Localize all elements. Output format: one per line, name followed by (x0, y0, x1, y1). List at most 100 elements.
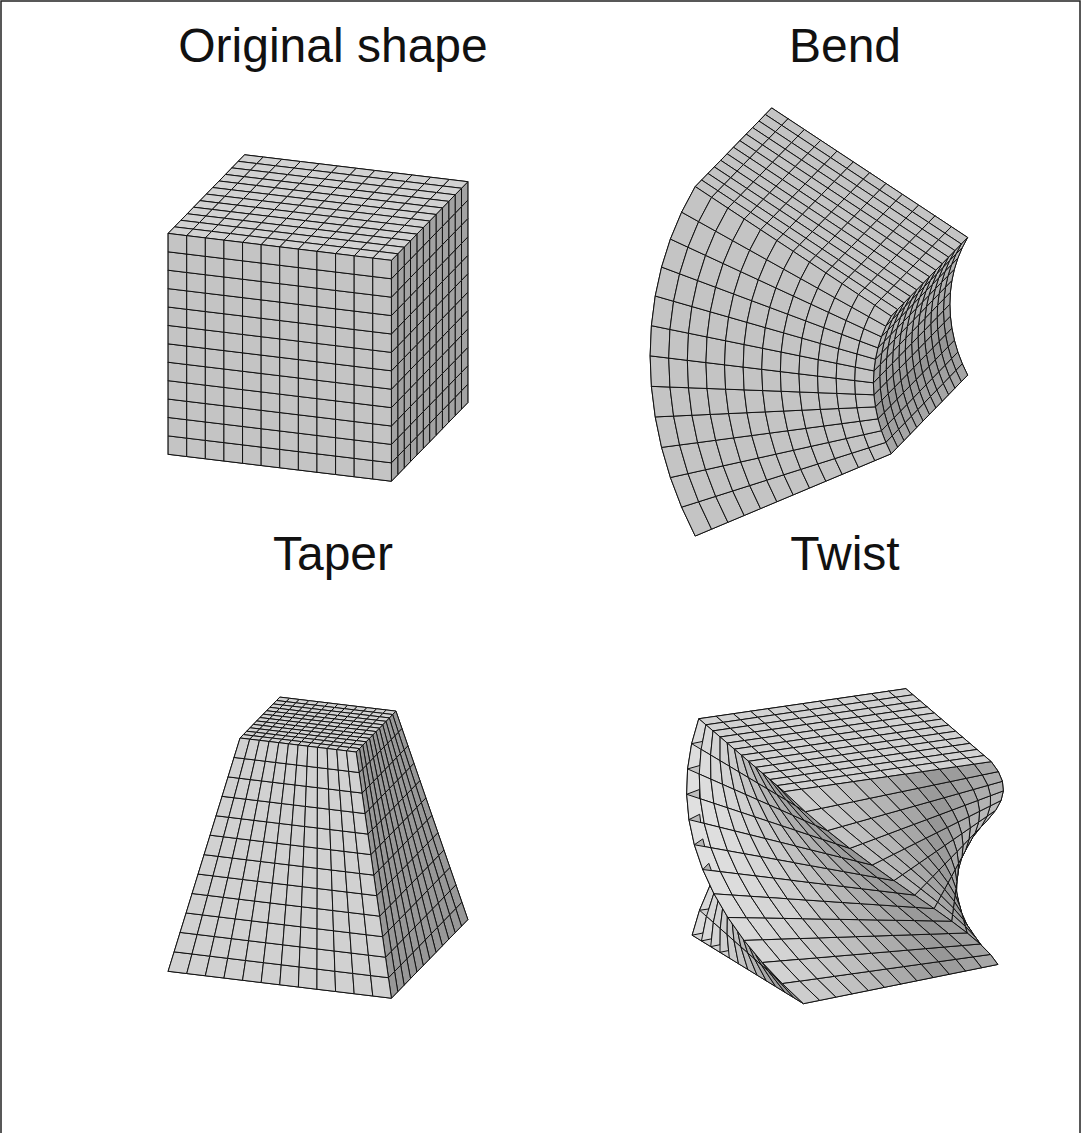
mesh-quad (855, 394, 875, 408)
mesh-quad (168, 307, 187, 328)
mesh-quad (373, 369, 392, 390)
mesh-quad (725, 365, 745, 390)
mesh-quad (298, 341, 317, 362)
mesh-quad (820, 409, 841, 426)
mesh-quad (298, 378, 317, 399)
mesh-quad (373, 350, 392, 371)
mesh-quad (205, 385, 224, 406)
mesh-quad (298, 323, 317, 344)
mesh-quad (373, 387, 392, 408)
mesh-quad (298, 286, 317, 307)
mesh-quad (298, 360, 317, 381)
mesh-quad (187, 328, 206, 349)
mesh-quad (687, 360, 707, 388)
mesh-quad (317, 454, 336, 475)
mesh-quad (224, 351, 243, 372)
mesh-quad (336, 327, 355, 348)
mesh-quad (261, 300, 280, 321)
bent-cube (650, 108, 968, 536)
mesh-quad (187, 291, 206, 312)
mesh-quad (726, 389, 747, 413)
mesh-quad (168, 233, 187, 254)
mesh-quad (243, 316, 262, 337)
mesh-quad (354, 440, 373, 461)
mesh-quad (317, 380, 336, 401)
mesh-quad (280, 394, 299, 415)
mesh-quad (336, 290, 355, 311)
mesh-quad (261, 337, 280, 358)
mesh-quad (205, 293, 224, 314)
mesh-quad (373, 442, 392, 463)
mesh-quad (336, 254, 355, 275)
mesh-quad (317, 435, 336, 456)
mesh-quad (298, 396, 317, 417)
mesh-quad (354, 458, 373, 479)
mesh-quad (354, 422, 373, 443)
mesh-quad (243, 390, 262, 411)
mesh-quad (187, 272, 206, 293)
mesh-quad (298, 304, 317, 325)
mesh-quad (650, 326, 670, 358)
mesh-quad (205, 404, 224, 425)
mesh-quad (373, 277, 392, 298)
mesh-quad (744, 390, 765, 413)
mesh-quad (187, 254, 206, 275)
mesh-quad (354, 385, 373, 406)
mesh-quad (168, 289, 187, 310)
mesh-quad (205, 440, 224, 461)
mesh-quad (224, 295, 243, 316)
mesh-quad (818, 376, 837, 393)
mesh-quad (261, 263, 280, 284)
mesh-quad (317, 417, 336, 438)
mesh-quad (168, 417, 187, 438)
mesh-quad (762, 369, 781, 391)
mesh-quad (224, 259, 243, 280)
mesh-quad (336, 382, 355, 403)
mesh-quad (224, 277, 243, 298)
mesh-quad (224, 387, 243, 408)
mesh-quad (187, 309, 206, 330)
mesh-quad (261, 392, 280, 413)
mesh-quad (261, 355, 280, 376)
mesh-quad (187, 438, 206, 459)
mesh-quad (317, 251, 336, 272)
mesh-quad (336, 364, 355, 385)
mesh-quad (243, 242, 262, 263)
mesh-quad (243, 371, 262, 392)
mesh-quad (280, 413, 299, 434)
mesh-quad (354, 293, 373, 314)
mesh-quad (205, 275, 224, 296)
mesh-quad (280, 449, 299, 470)
mesh-quad (224, 369, 243, 390)
mesh-quad (336, 309, 355, 330)
mesh-quad (187, 365, 206, 386)
mesh-quad (243, 279, 262, 300)
mesh-quad (261, 410, 280, 431)
mesh-quad (317, 288, 336, 309)
mesh-quad (280, 357, 299, 378)
mesh-quad (373, 461, 392, 482)
mesh-quad (317, 399, 336, 420)
mesh-quad (261, 318, 280, 339)
mesh-quad (205, 238, 224, 259)
mesh-quad (336, 346, 355, 367)
mesh-quad (168, 362, 187, 383)
mesh-quad (800, 392, 821, 410)
mesh-quad (298, 249, 317, 270)
mesh-quad (224, 332, 243, 353)
mesh-quad (280, 265, 299, 286)
mesh-quad (743, 367, 762, 390)
mesh-quad (298, 433, 317, 454)
mesh-quad (168, 252, 187, 273)
mesh-quad (187, 383, 206, 404)
mesh-quad (280, 247, 299, 268)
mesh-quad (839, 408, 860, 424)
mesh-quad (706, 337, 726, 365)
mesh-quad (707, 388, 729, 414)
mesh-quad (243, 261, 262, 282)
mesh-quad (336, 456, 355, 477)
mesh-quad (869, 305, 891, 326)
mesh-quad (243, 334, 262, 355)
mesh-quad (168, 325, 187, 346)
